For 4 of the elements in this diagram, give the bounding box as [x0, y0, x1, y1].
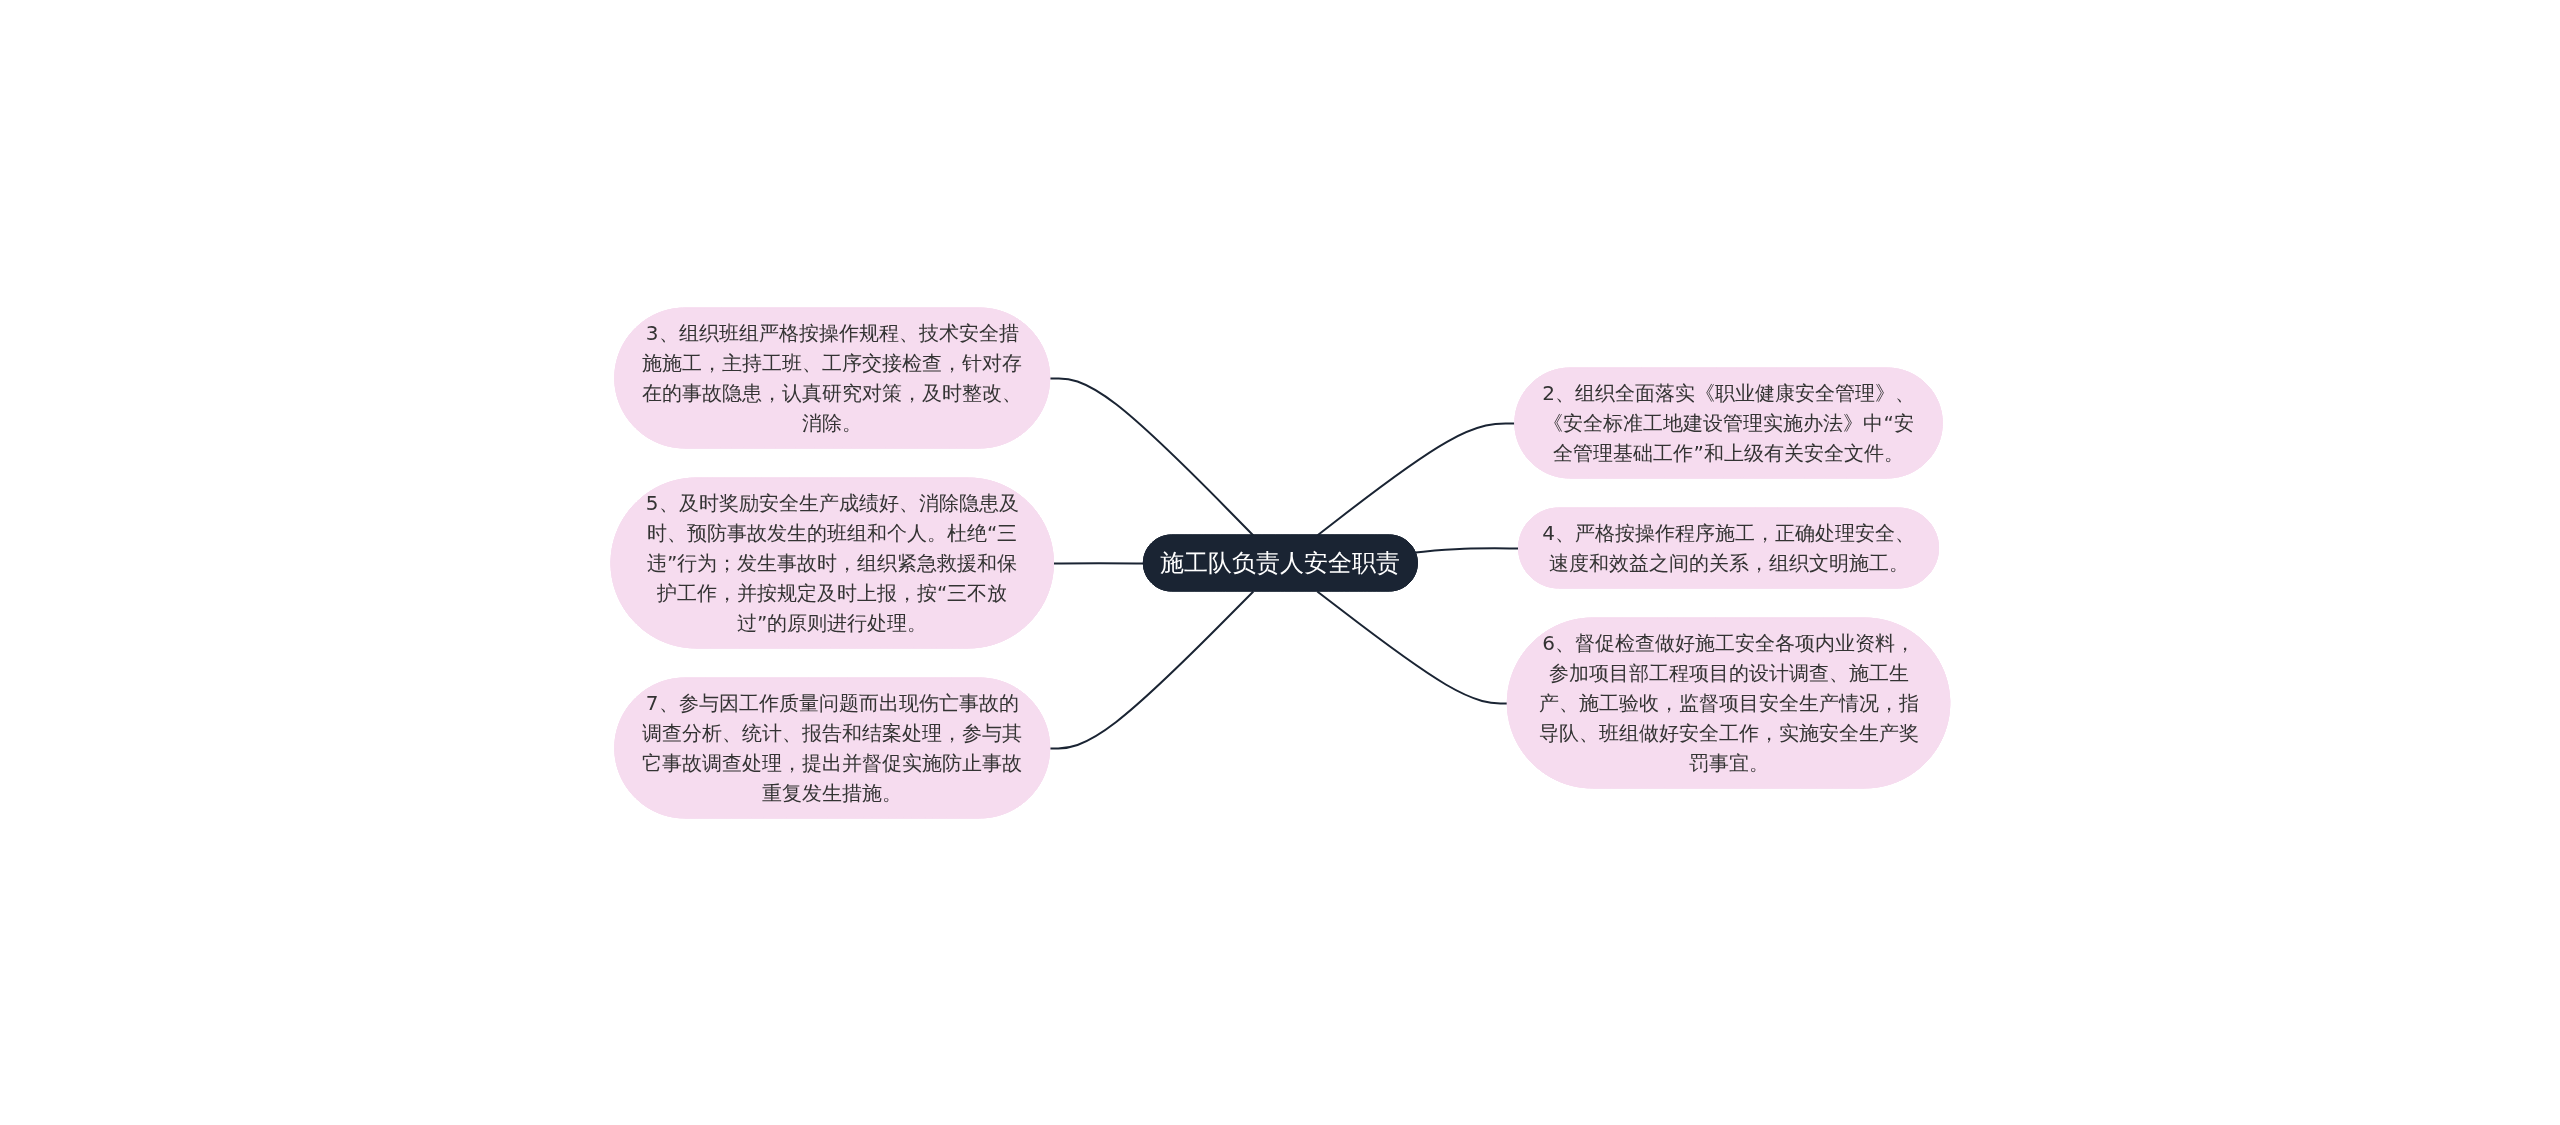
connector	[1052, 561, 1145, 564]
connector	[1414, 546, 1520, 553]
connector	[1048, 590, 1254, 749]
connector	[1048, 376, 1254, 536]
